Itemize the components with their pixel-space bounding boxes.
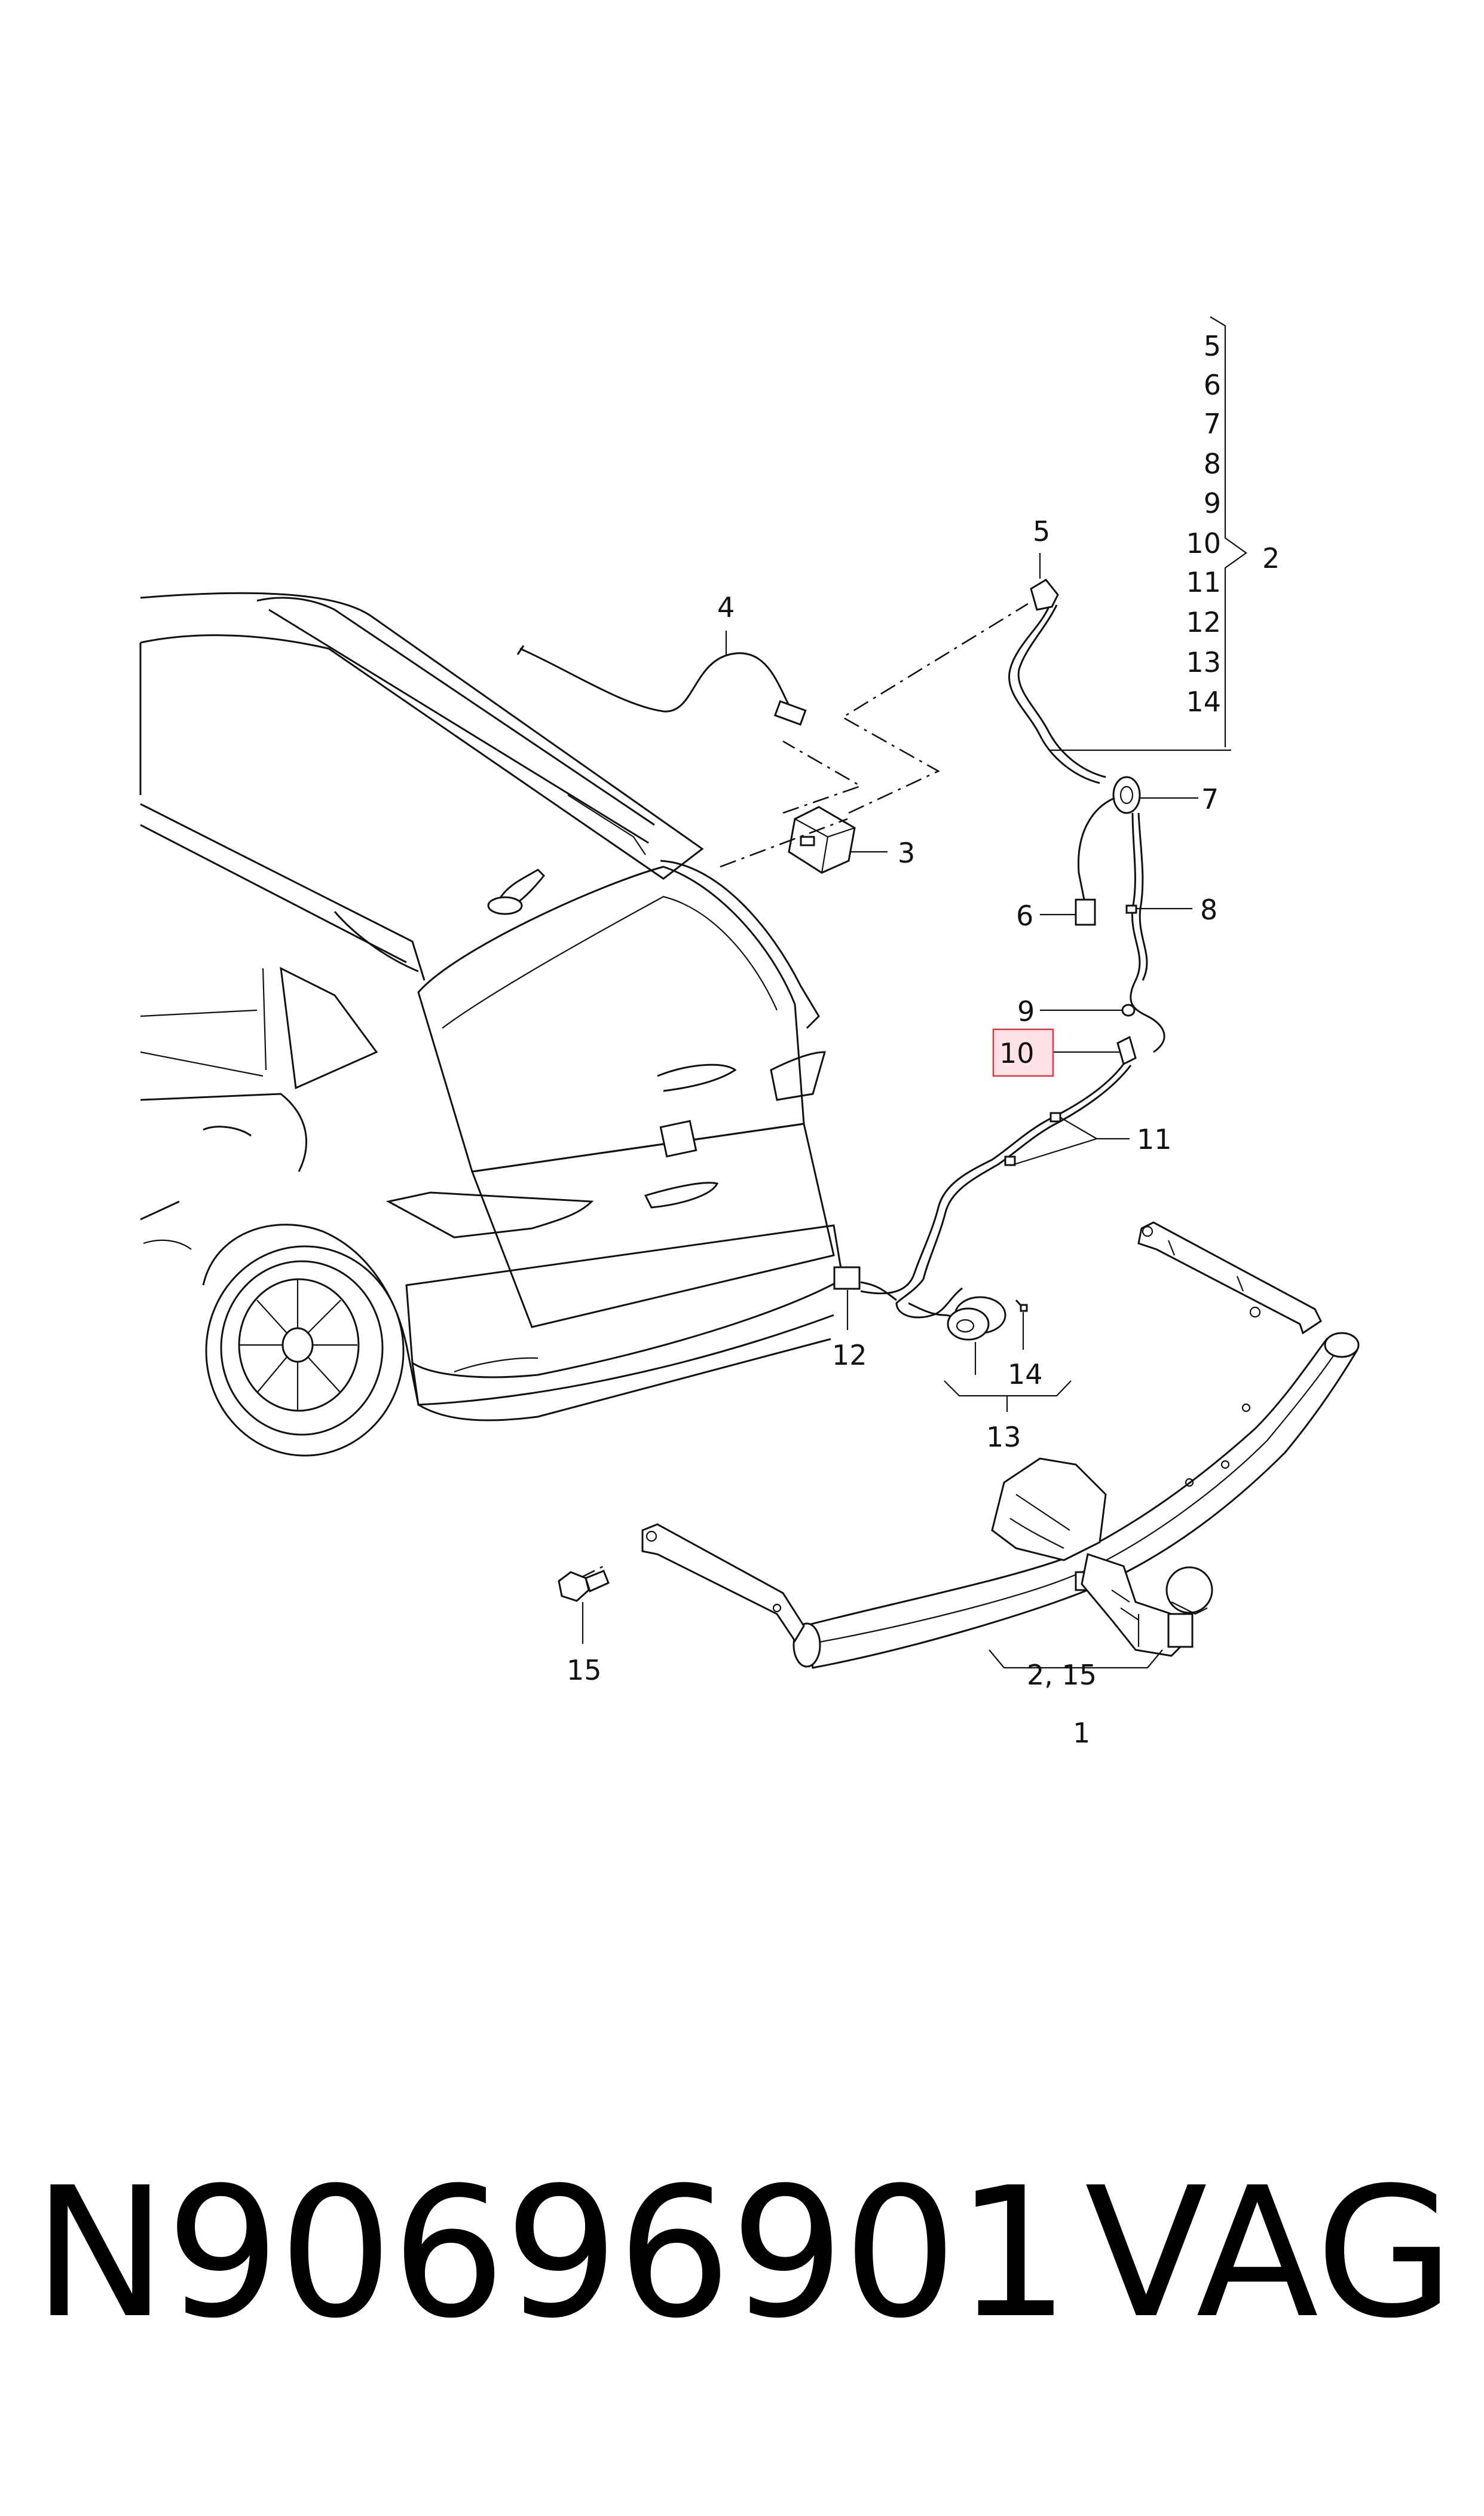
bracket-item-6: 6 [1204, 369, 1221, 401]
callout-1: 1 [1073, 1717, 1090, 1749]
callout-group-1-parts: 2, 15 [1027, 1659, 1097, 1691]
part-caption: N90696901 VAG [0, 2128, 1484, 2379]
callout-2: 2 [1262, 542, 1280, 574]
brand-label: VAG [1085, 2149, 1455, 2358]
antenna-cable-part-4 [516, 645, 807, 726]
callout-15: 15 [567, 1654, 602, 1686]
bracket-item-14: 14 [1186, 686, 1221, 718]
tow-bar-assembly-part-1 [641, 1221, 1360, 1669]
vehicle-rear-outline [139, 592, 844, 1457]
bracket-item-7: 7 [1204, 408, 1221, 440]
control-module-part-3 [788, 806, 856, 874]
part-number-label: N90696901 [33, 2149, 1070, 2358]
callout-leader-lines [582, 316, 1247, 1669]
callout-9: 9 [1017, 995, 1035, 1028]
bracket-item-5: 5 [1204, 330, 1221, 362]
bracket-item-11: 11 [1186, 566, 1221, 598]
wiring-harness-part-2 [833, 579, 1165, 1341]
bracket-item-8: 8 [1204, 448, 1221, 480]
bracket-item-13: 13 [1186, 646, 1221, 678]
assembly-dash-lines [579, 603, 1029, 1579]
bracket-item-10: 10 [1186, 527, 1221, 560]
bolt-part-15 [558, 1570, 610, 1602]
exploded-parts-diagram: 1 2 3 4 5 6 7 8 9 10 11 12 13 14 15 2, 1… [139, 316, 1360, 1749]
callout-labels: 1 2 3 4 5 6 7 8 9 10 11 12 13 14 15 2, 1… [567, 515, 1280, 1749]
bracket-item-12: 12 [1186, 606, 1221, 638]
bracket-part-list: 5 6 7 8 9 10 11 12 13 14 [1186, 330, 1221, 718]
callout-6: 6 [1016, 900, 1033, 932]
callout-4: 4 [717, 591, 735, 623]
callout-3: 3 [898, 837, 915, 869]
callout-14: 14 [1008, 1358, 1043, 1390]
callout-8: 8 [1200, 894, 1217, 926]
callout-10: 10 [999, 1037, 1035, 1069]
callout-5: 5 [1033, 515, 1050, 548]
callout-12: 12 [832, 1339, 867, 1371]
callout-13: 13 [986, 1421, 1021, 1453]
highlight-box-part-10 [992, 1028, 1054, 1077]
bracket-item-9: 9 [1204, 487, 1221, 519]
callout-11: 11 [1137, 1123, 1172, 1155]
callout-7: 7 [1201, 783, 1219, 815]
